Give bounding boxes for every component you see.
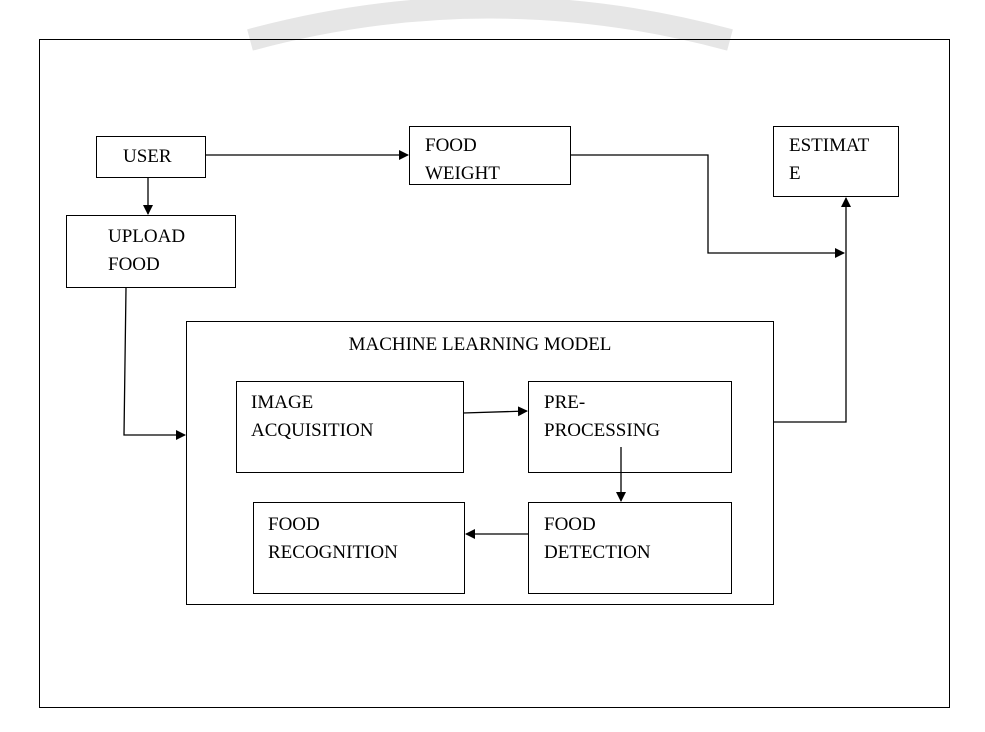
upload-food-label: UPLOAD FOOD xyxy=(108,226,186,275)
user-label: USER xyxy=(123,146,172,167)
diagram-frame xyxy=(39,39,950,708)
food-weight-label: FOOD WEIGHT xyxy=(425,135,500,184)
estimate-node: ESTIMAT E xyxy=(773,126,899,197)
edge-ml-model-to-estimate xyxy=(774,197,851,423)
ml-model-container: MACHINE LEARNING MODEL xyxy=(186,321,774,605)
pre-processing-node: PRE- PROCESSING xyxy=(528,381,732,473)
food-recognition-node: FOOD RECOGNITION xyxy=(253,502,465,594)
food-detection-label: FOOD DETECTION xyxy=(544,514,651,563)
pre-processing-label: PRE- PROCESSING xyxy=(544,392,661,441)
edge-upload-food-to-ml-model xyxy=(123,287,186,440)
edge-image-acquisition-to-pre-processing xyxy=(462,406,528,417)
image-acquisition-node: IMAGE ACQUISITION xyxy=(236,381,464,473)
image-acquisition-label: IMAGE ACQUISITION xyxy=(251,392,374,441)
ml-model-title: MACHINE LEARNING MODEL xyxy=(348,334,612,355)
upload-food-node: UPLOAD FOOD xyxy=(66,215,236,288)
watermark-arc xyxy=(247,0,733,51)
user-node: USER xyxy=(96,136,206,178)
food-weight-node: FOOD WEIGHT xyxy=(409,126,571,185)
food-recognition-label: FOOD RECOGNITION xyxy=(268,514,398,563)
food-detection-node: FOOD DETECTION xyxy=(528,502,732,594)
estimate-label: ESTIMAT E xyxy=(789,135,870,184)
edge-food-weight-to-estimate xyxy=(571,154,845,258)
